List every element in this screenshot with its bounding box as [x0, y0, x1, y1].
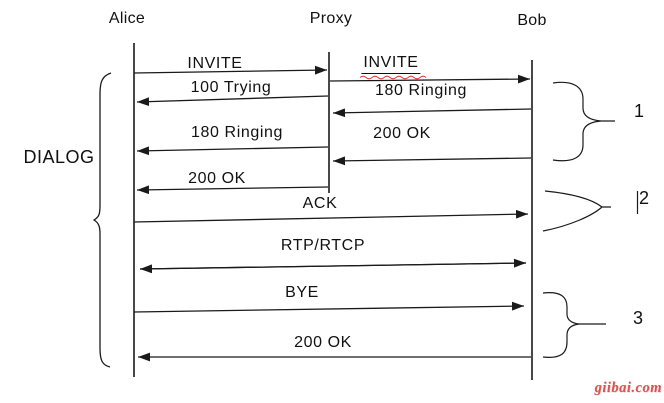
- arrow-rtp-rtcp-left: [139, 262, 527, 274]
- spellcheck-squiggle: [359, 75, 427, 80]
- message-180-ringing-alice: 180 Ringing: [191, 124, 283, 141]
- arrow-200-ok-bob-to-proxy: [332, 156, 532, 166]
- arrow-bye-alice-to-bob: [133, 301, 525, 313]
- dialog-brace: [92, 72, 112, 368]
- arrow-100-trying-proxy-to-alice: [136, 95, 329, 107]
- arrow-invite-proxy-to-bob: [329, 74, 531, 84]
- phase-3-label: 3: [632, 308, 644, 328]
- dialog-label: DIALOG: [23, 147, 95, 167]
- message-invite-proxy-bob: INVITE: [361, 54, 421, 74]
- message-200-ok-final: 200 OK: [294, 334, 352, 351]
- watermark: giibai.com: [594, 380, 662, 396]
- phase-2-label: 2: [638, 188, 650, 208]
- phase-2-brace: [542, 190, 611, 232]
- arrow-invite-alice-to-proxy: [133, 65, 328, 75]
- phase-1-label: 1: [633, 101, 645, 121]
- arrow-200-ok-proxy-to-alice: [136, 185, 329, 195]
- actor-label-alice: Alice: [108, 10, 146, 27]
- message-180-ringing-bob: 180 Ringing: [375, 82, 467, 99]
- actor-label-proxy: Proxy: [309, 10, 353, 27]
- phase-3-brace: [542, 292, 606, 358]
- message-100-trying: 100 Trying: [190, 79, 272, 96]
- arrow-ack-alice-to-bob: [133, 209, 529, 223]
- message-invite-alice-proxy: INVITE: [187, 55, 243, 72]
- message-200-ok-bob-proxy: 200 OK: [373, 125, 431, 142]
- message-bye: BYE: [285, 284, 319, 301]
- message-rtp-rtcp: RTP/RTCP: [280, 237, 366, 254]
- actor-label-bob: Bob: [517, 12, 547, 29]
- message-200-ok-proxy-alice: 200 OK: [188, 170, 246, 187]
- arrow-180-ringing-proxy-to-alice: [136, 146, 329, 156]
- message-ack: ACK: [302, 195, 338, 212]
- arrow-180-ringing-bob-to-proxy: [332, 108, 532, 118]
- phase-1-brace: [552, 81, 615, 162]
